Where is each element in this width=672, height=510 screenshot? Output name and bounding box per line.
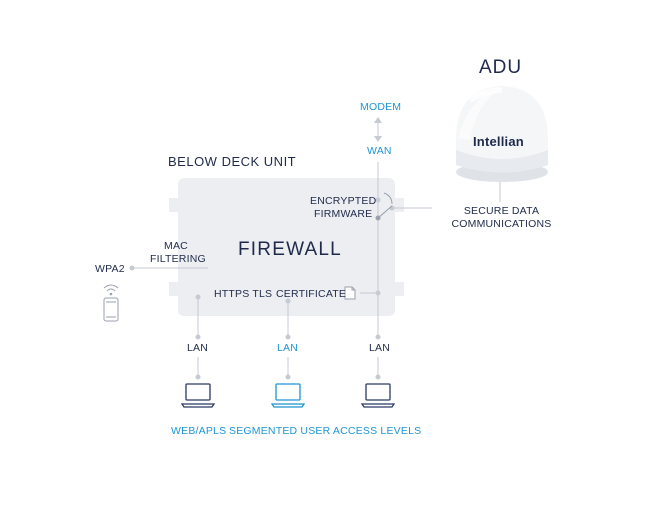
laptop-icon <box>360 383 396 408</box>
lan-left-label: LAN <box>187 342 209 354</box>
node-dot <box>375 334 381 340</box>
satellite-dome-icon <box>456 86 548 182</box>
node-dot <box>195 374 201 380</box>
adu-title: ADU <box>479 57 523 78</box>
switch-icon <box>375 192 393 221</box>
node-dot <box>375 374 381 380</box>
mac-filtering-label: MAC FILTERING <box>150 240 206 265</box>
node-dot <box>285 334 291 340</box>
https-tls-label: HTTPS TLS <box>214 288 273 300</box>
node-dot <box>285 298 291 304</box>
encrypted-firmware-label: ENCRYPTED FIRMWARE <box>310 195 377 220</box>
segmented-access-label: SEGMENTED USER ACCESS LEVELS <box>229 425 422 437</box>
web-apls-label: WEB/APLS <box>171 425 227 437</box>
node-dot <box>129 265 135 271</box>
wifi-icon <box>103 284 119 296</box>
modem-label: MODEM <box>360 101 402 113</box>
node-dot <box>285 374 291 380</box>
arrow-up-icon <box>374 117 382 123</box>
laptop-icon <box>270 383 306 408</box>
secure-data-label: SECURE DATA COMMUNICATIONS <box>451 205 552 230</box>
node-dot <box>375 290 381 296</box>
wan-label: WAN <box>367 145 392 157</box>
node-dot <box>375 197 381 203</box>
node-dot <box>195 294 201 300</box>
below-deck-unit-title: BELOW DECK UNIT <box>168 154 297 169</box>
firewall-title: FIREWALL <box>238 239 342 260</box>
intellian-logo: Intellian <box>473 134 524 149</box>
below-deck-unit-box <box>169 178 404 316</box>
lan-right-label: LAN <box>369 342 391 354</box>
certificate-label: CERTIFICATE <box>276 288 347 300</box>
document-icon <box>344 286 356 300</box>
node-dot <box>195 334 201 340</box>
wpa2-label: WPA2 <box>95 263 125 275</box>
lan-middle-label: LAN <box>277 342 299 354</box>
smartphone-icon <box>103 297 119 322</box>
laptop-icon <box>180 383 216 408</box>
arrow-down-icon <box>374 136 382 142</box>
